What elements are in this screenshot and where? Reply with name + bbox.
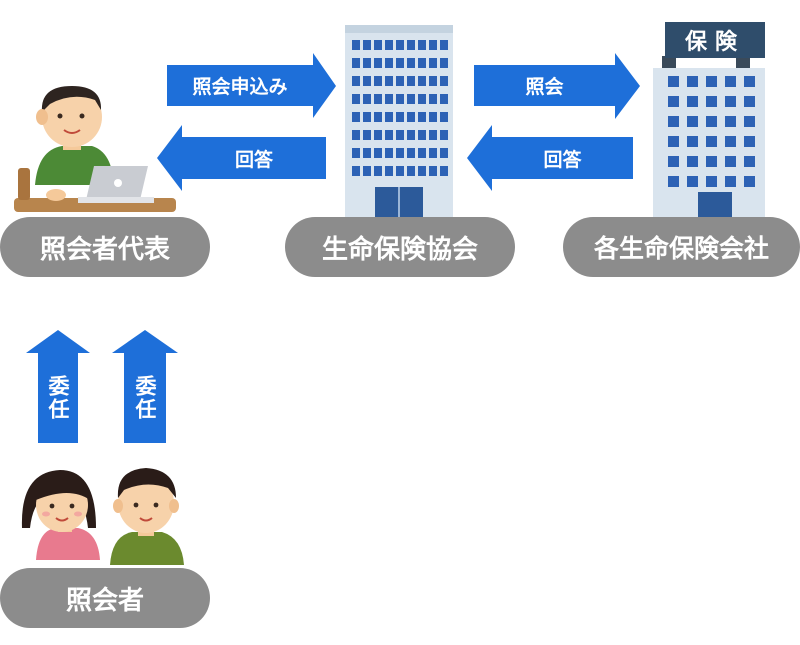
reply-to-assoc-label: 回答 [543, 148, 582, 171]
insurance-sign: 保険 [684, 30, 745, 55]
delegate-right-arrow [112, 330, 178, 443]
requesters-node: 照会者 [0, 568, 210, 628]
apply-label: 照会申込み [192, 76, 288, 98]
reply-to-rep-label: 回答 [234, 148, 273, 171]
reply-to-assoc-arrow [467, 125, 633, 191]
representative-illustration [14, 86, 176, 212]
reply-to-rep-arrow [157, 125, 326, 191]
delegate-right-label: 委任 [133, 375, 157, 421]
association-node: 生命保険協会 [285, 217, 515, 277]
inquiry-arrow [474, 53, 640, 119]
delegate-left-arrow [26, 330, 90, 443]
inquiry-label: 照会 [525, 76, 564, 98]
association-building [345, 25, 453, 220]
requester-woman-illustration [21, 470, 100, 560]
insurer-building [653, 22, 765, 220]
representative-node: 照会者代表 [0, 217, 210, 277]
apply-arrow [167, 53, 336, 118]
insurers-node: 各生命保険会社 [563, 217, 800, 277]
requester-man-illustration [110, 468, 184, 565]
delegate-left-label: 委任 [46, 375, 70, 421]
